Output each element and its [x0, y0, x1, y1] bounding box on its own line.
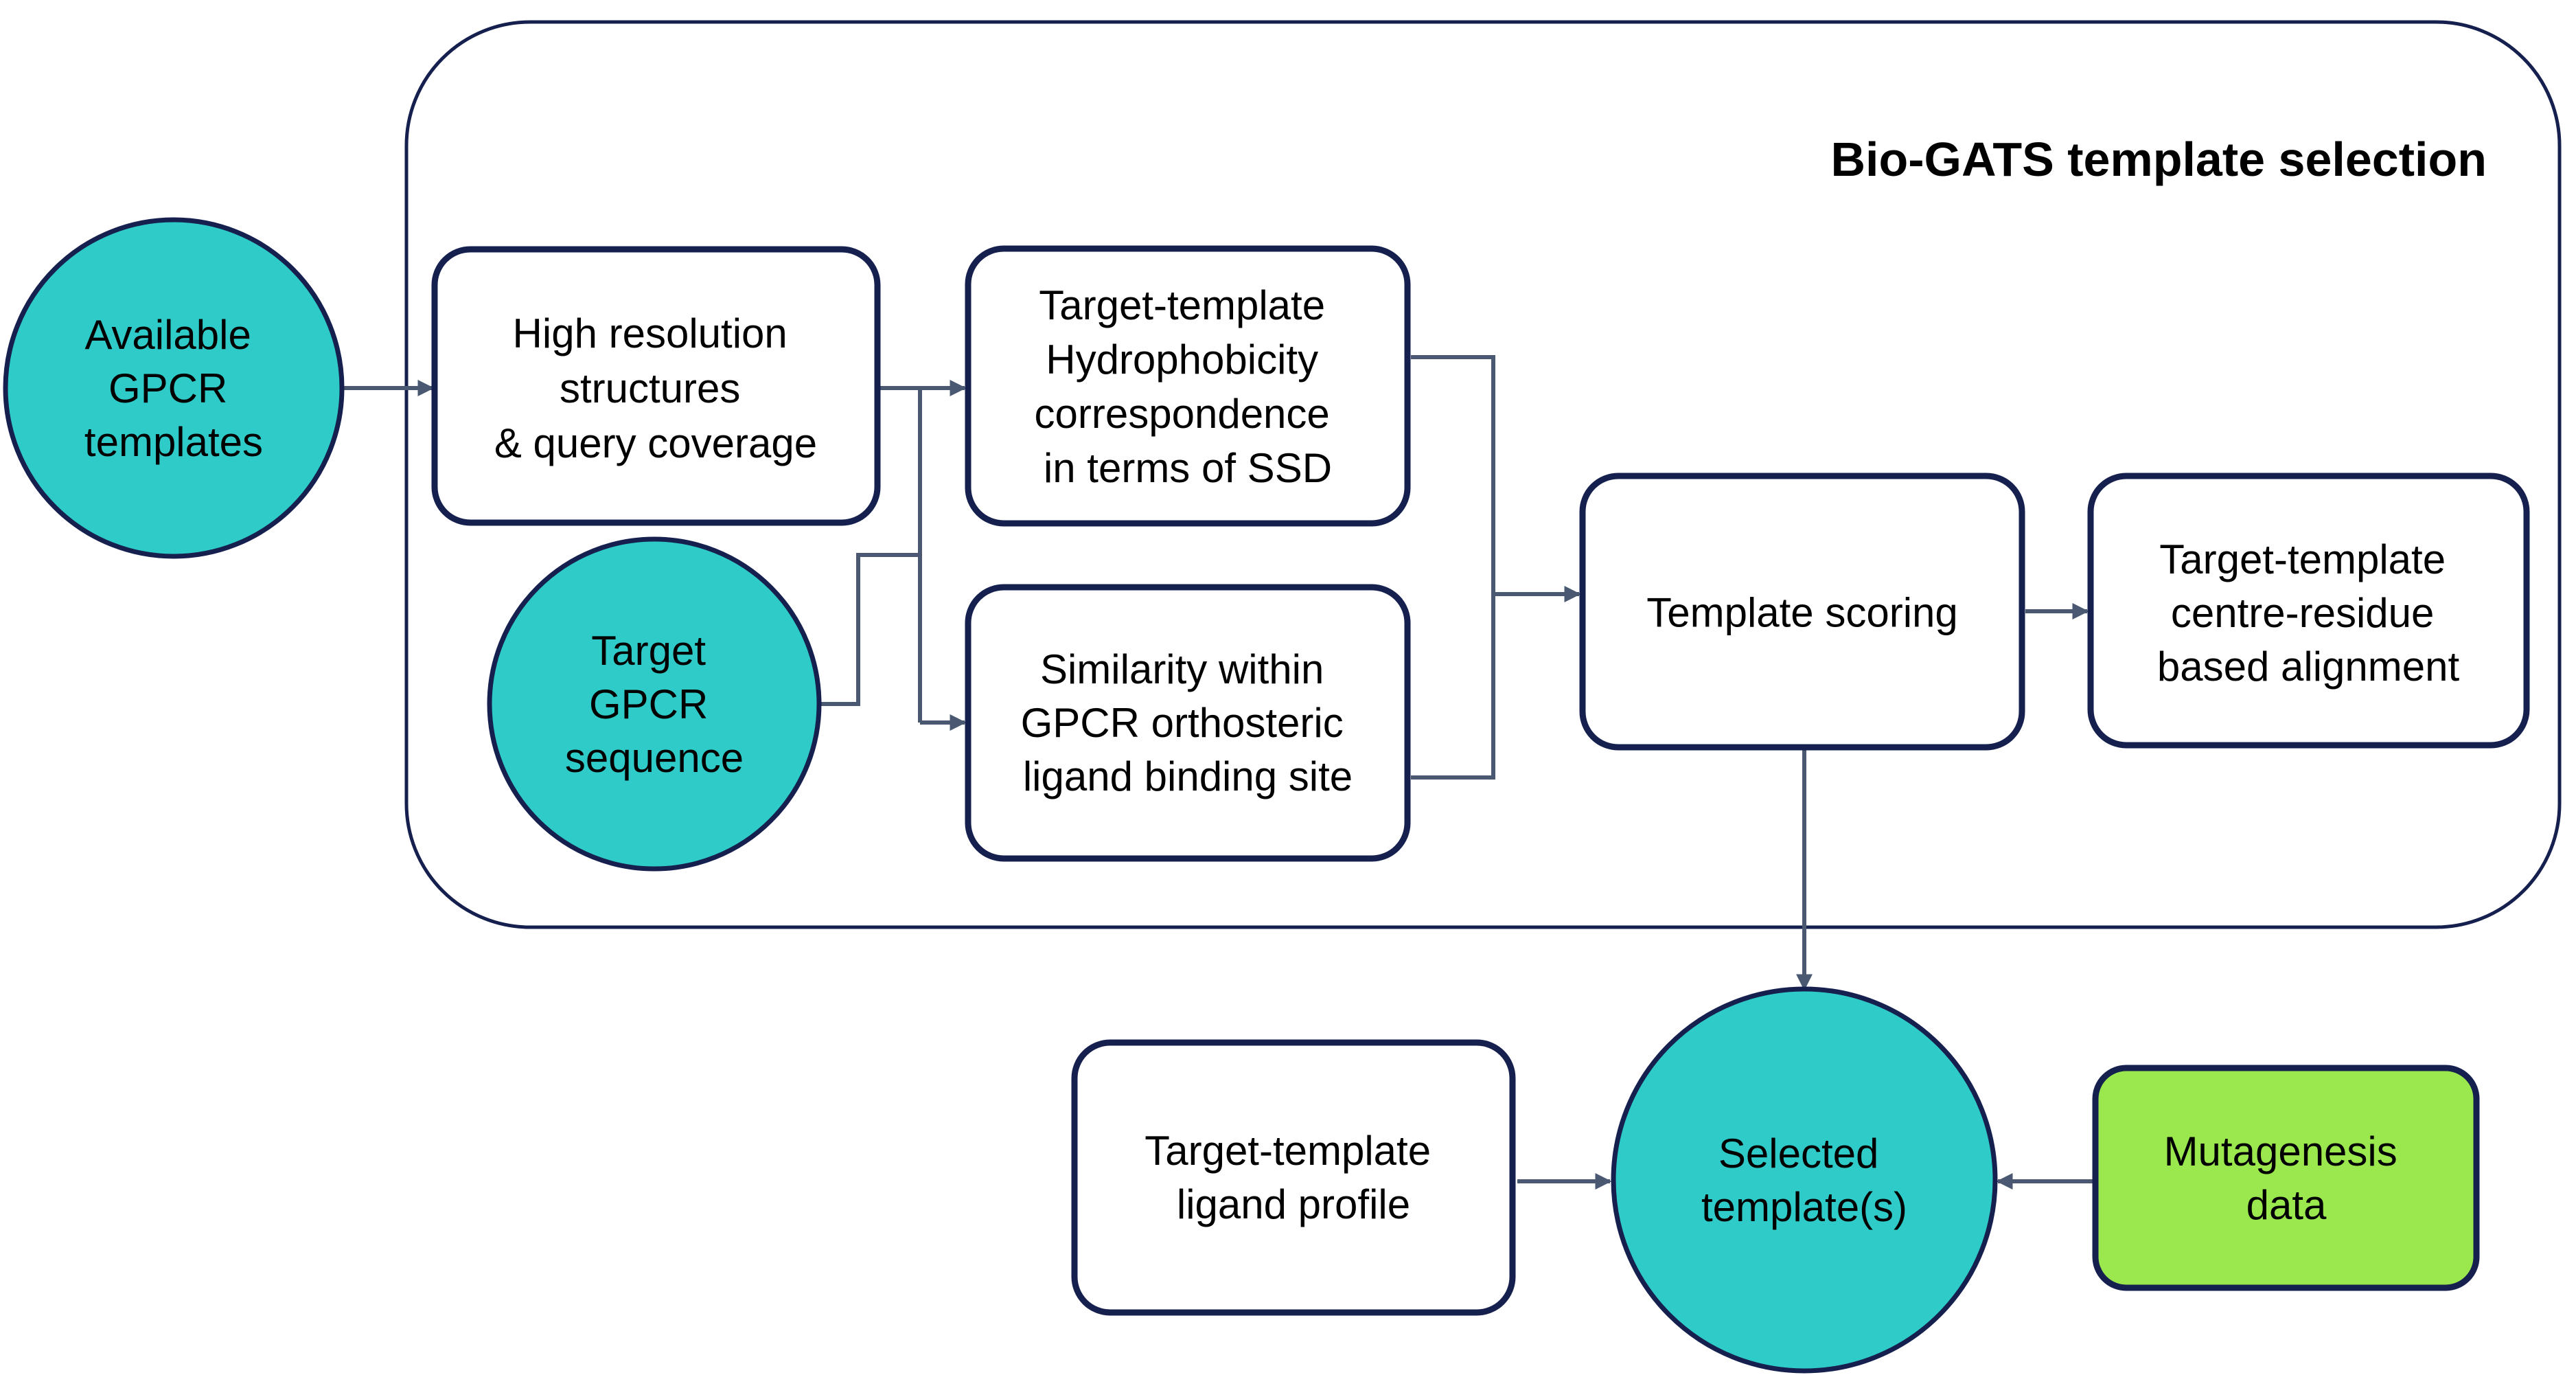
similarity-node: Similarity within GPCR orthosteric ligan…	[965, 584, 1411, 862]
target-gpcr-sequence-circle	[487, 536, 822, 872]
similarity-line-2: GPCR orthosteric	[1021, 700, 1344, 746]
hydrophobicity-line-1: Target-template	[1039, 282, 1325, 328]
svg-text:High resolution structu: High resolution structures & query cover…	[494, 310, 817, 466]
hydrophobicity-box	[965, 245, 1411, 527]
connectors	[343, 355, 2094, 1190]
svg-text:Target-template Hydropho: Target-template Hydrophobicity correspon…	[1035, 282, 1342, 491]
alignment-line-1: Target-template	[2159, 536, 2446, 582]
svg-text:Selected template(s): Selected template(s)	[1701, 1130, 1907, 1230]
high-resolution-box	[431, 246, 881, 526]
similarity-line-3: ligand binding site	[1023, 753, 1353, 799]
selected-templates-node: Selected template(s)	[1611, 986, 1998, 1374]
bio-gats-container	[404, 20, 2562, 929]
connector-target-sequence-to-branch	[820, 553, 920, 706]
ligand-profile-box	[1071, 1039, 1516, 1316]
svg-text:Target-template centre-r: Target-template centre-residue based ali…	[2157, 536, 2460, 690]
similarity-box	[965, 584, 1411, 862]
svg-text:Available GPCR tem: Available GPCR templates	[84, 312, 263, 465]
ligand-profile-line-1: Target-template	[1145, 1128, 1431, 1174]
mutagenesis-node: Mutagenesis data	[2092, 1065, 2480, 1291]
available-line-2: GPCR	[108, 365, 227, 411]
ligand-profile-line-2: ligand profile	[1177, 1181, 1410, 1227]
alignment-line-3: based alignment	[2157, 644, 2460, 690]
available-gpcr-templates-circle	[3, 217, 345, 559]
selected-line-2: template(s)	[1701, 1184, 1907, 1230]
available-line-3: templates	[84, 419, 263, 465]
hydrophobicity-line-4: in terms of SSD	[1044, 445, 1332, 491]
mutagenesis-box	[2092, 1065, 2480, 1291]
template-scoring-box	[1579, 473, 2025, 751]
connector-hydrophobicity-to-merge	[1411, 355, 1495, 780]
hydrophobicity-node: Target-template Hydrophobicity correspon…	[965, 245, 1411, 527]
high-resolution-node: High resolution structures & query cover…	[431, 246, 881, 526]
alignment-node: Target-template centre-residue based ali…	[2087, 473, 2530, 749]
container-title: Bio-GATS template selection	[1830, 133, 2487, 186]
mutagenesis-line-2: data	[2246, 1182, 2327, 1228]
template-scoring-label: Template scoring	[1646, 590, 1958, 636]
ligand-profile-node: Target-template ligand profile	[1071, 1039, 1516, 1316]
target-sequence-line-2: GPCR	[589, 681, 708, 727]
high-resolution-line-1: High resolution	[513, 310, 787, 356]
selected-templates-circle	[1611, 986, 1998, 1374]
available-gpcr-templates-node: Available GPCR templates	[3, 217, 345, 559]
template-scoring-node: Template scoring	[1579, 473, 2025, 751]
alignment-box	[2087, 473, 2530, 749]
svg-text:Similarity within GPCR o: Similarity within GPCR orthosteric ligan…	[1021, 646, 1355, 799]
high-resolution-line-3: & query coverage	[494, 420, 817, 466]
svg-text:Mutagenesis data: Mutagenesis data	[2164, 1128, 2409, 1228]
hydrophobicity-line-2: Hydrophobicity	[1046, 337, 1318, 383]
available-line-1: Available	[84, 312, 251, 358]
target-sequence-line-1: Target	[591, 628, 706, 674]
svg-text:Target GPCR sequen: Target GPCR sequence	[565, 628, 744, 781]
mutagenesis-line-1: Mutagenesis	[2164, 1128, 2397, 1174]
svg-text:Target-template ligand p: Target-template ligand profile	[1145, 1128, 1442, 1227]
alignment-line-2: centre-residue	[2171, 590, 2435, 636]
selected-line-1: Selected	[1718, 1130, 1879, 1177]
similarity-line-1: Similarity within	[1040, 646, 1324, 692]
target-gpcr-sequence-node: Target GPCR sequence	[487, 536, 822, 872]
hydrophobicity-line-3: correspondence	[1035, 391, 1330, 437]
high-resolution-line-2: structures	[560, 365, 740, 411]
target-sequence-line-3: sequence	[565, 735, 744, 781]
